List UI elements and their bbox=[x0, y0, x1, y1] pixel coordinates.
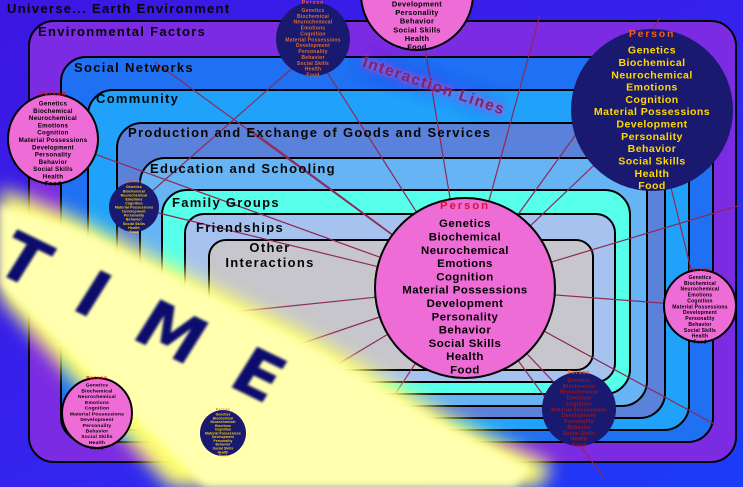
layer-label-community: Community bbox=[96, 91, 180, 106]
person-title: Person bbox=[86, 374, 108, 381]
time-beam-core bbox=[0, 205, 530, 487]
person-title: Person bbox=[688, 266, 712, 273]
layer-label-universe: Universe... Earth Environment bbox=[7, 1, 231, 16]
person-circle-top-pink: Person GeneticsBiochemicalNeurochemicalE… bbox=[360, 0, 474, 52]
person-title: Person bbox=[126, 179, 142, 184]
interaction-line bbox=[133, 49, 314, 208]
layer-label-other-interactions: Other Interactions bbox=[225, 240, 315, 270]
person-title: Person bbox=[215, 407, 231, 412]
layer-label-production-exchange: Production and Exchange of Goods and Ser… bbox=[128, 125, 492, 140]
person-title: Person bbox=[39, 90, 67, 98]
layer-label-education-schooling: Education and Schooling bbox=[150, 161, 336, 176]
layer-label-friendships: Friendships bbox=[196, 220, 284, 235]
person-title: Person bbox=[567, 369, 591, 376]
layer-label-environmental-factors: Environmental Factors bbox=[38, 24, 207, 39]
person-attributes: GeneticsBiochemicalNeurochemicalEmotions… bbox=[391, 0, 443, 53]
layer-label-family-groups: Family Groups bbox=[172, 195, 280, 210]
layer-label-social-networks: Social Networks bbox=[74, 60, 194, 75]
person-title: Person bbox=[439, 198, 491, 213]
person-title: Person bbox=[628, 27, 676, 40]
person-title: Person bbox=[301, 0, 325, 6]
